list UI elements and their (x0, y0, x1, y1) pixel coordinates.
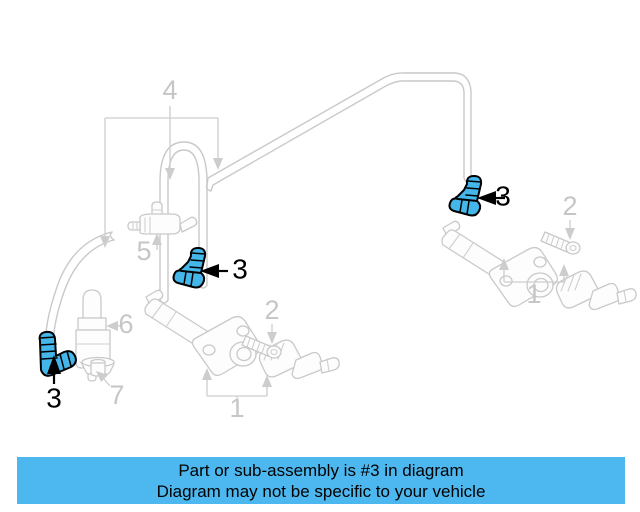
callout-label-1-left: 1 (229, 393, 244, 423)
leader-3-right (477, 191, 505, 205)
grommet (81, 356, 115, 377)
callout-label-7: 7 (109, 380, 124, 410)
elbow-connector-bottom-left (38, 330, 77, 377)
callout-label-3-middle: 3 (232, 253, 248, 284)
banner-line-1: Part or sub-assembly is #3 in diagram (178, 460, 464, 480)
nozzle-assembly-left (144, 289, 340, 380)
screw-right (540, 231, 581, 255)
callout-label-2-left: 2 (264, 295, 279, 325)
screw-left (241, 335, 282, 359)
leader-5 (152, 233, 162, 250)
elbow-connector-middle (172, 247, 207, 289)
leader-3-bottom-left (47, 355, 61, 384)
leader-2-right (565, 220, 575, 240)
leader-1-left (202, 368, 272, 398)
callout-label-3-right: 3 (495, 180, 511, 211)
callout-label-2-right: 2 (562, 191, 577, 221)
upper-long-hose (205, 72, 472, 192)
info-banner: Part or sub-assembly is #3 in diagram Di… (17, 457, 625, 504)
callout-label-6: 6 (118, 309, 133, 339)
leader-1-right (499, 258, 569, 283)
leader-7 (96, 371, 111, 387)
elbow-connector-right (448, 175, 483, 217)
callout-label-4: 4 (162, 75, 177, 105)
callout-label-3-bottom-left: 3 (46, 382, 62, 413)
tee-connector (127, 201, 198, 235)
leader-3-middle (200, 264, 228, 278)
callout-label-1-right: 1 (526, 279, 541, 309)
leader-4 (100, 106, 223, 248)
callout-label-5: 5 (136, 236, 151, 266)
leader-6 (106, 321, 122, 331)
leader-2-left (267, 324, 277, 344)
banner-line-2: Diagram may not be specific to your vehi… (156, 481, 486, 501)
